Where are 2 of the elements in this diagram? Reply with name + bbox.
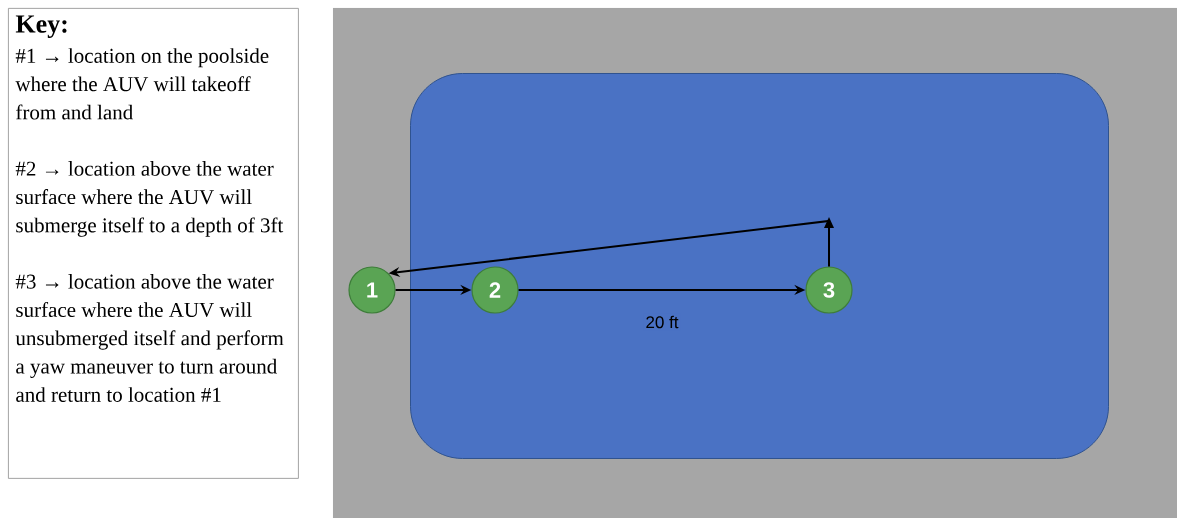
key-box: Key: #1 → location on the poolside where the AUV will takeoff from and land #2 → location above the water surface where the AUV will submerge itself to a depth of 3ft #3 → location above the water surface where the AUV will unsubmerged itself and perform a yaw maneuver to turn around and return to location #1 <box>8 8 299 479</box>
pool <box>410 73 1109 459</box>
